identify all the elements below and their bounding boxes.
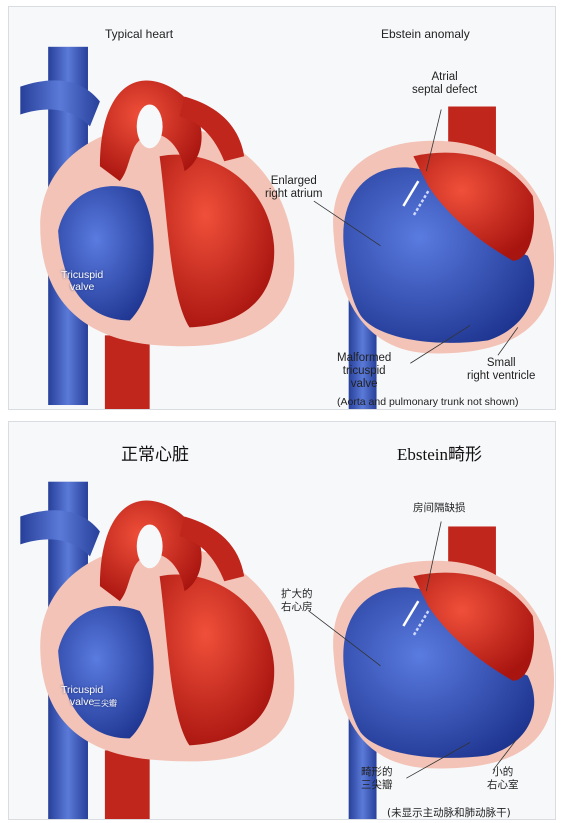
descending-artery bbox=[105, 335, 150, 409]
ebstein-title-cn: Ebstein畸形 bbox=[397, 440, 482, 465]
chinese-diagram-panel: 正常心脏 Ebstein畸形 Tricuspid valve 三尖瓣 房间隔缺损… bbox=[8, 421, 556, 820]
heart-illustrations bbox=[9, 7, 556, 409]
ebstein-title: Ebstein anomaly bbox=[381, 27, 470, 41]
arch-opening bbox=[137, 524, 163, 568]
typical-heart-title: Typical heart bbox=[105, 27, 173, 41]
malformed-tricuspid-valve-label-cn: 畸形的 三尖瓣 bbox=[361, 766, 393, 792]
typical-heart-title-cn: 正常心脏 bbox=[121, 440, 189, 465]
enlarged-right-atrium-label: Enlarged right atrium bbox=[265, 175, 323, 201]
typical-heart bbox=[20, 47, 294, 409]
english-diagram-panel: Typical heart Ebstein anomaly Tricuspid … bbox=[8, 6, 556, 410]
small-right-ventricle-label: Small right ventricle bbox=[467, 357, 535, 383]
tricuspid-valve-label-cn: 三尖瓣 bbox=[93, 698, 117, 710]
malformed-tricuspid-valve-label: Malformed tricuspid valve bbox=[337, 352, 391, 391]
heart-illustrations-cn bbox=[9, 422, 556, 819]
descending-artery bbox=[105, 750, 150, 819]
typical-heart-cn bbox=[20, 482, 294, 819]
footnote: (Aorta and pulmonary trunk not shown) bbox=[337, 396, 519, 408]
footnote-cn: (未显示主动脉和肺动脉干) bbox=[387, 805, 511, 820]
tricuspid-valve-label: Tricuspid valve bbox=[61, 269, 103, 293]
arch-opening bbox=[137, 105, 163, 149]
atrial-septal-defect-label-cn: 房间隔缺损 bbox=[413, 502, 466, 515]
small-right-ventricle-label-cn: 小的 右心室 bbox=[487, 766, 519, 792]
enlarged-right-atrium-label-cn: 扩大的 右心房 bbox=[281, 588, 313, 614]
atrial-septal-defect-label: Atrial septal defect bbox=[412, 71, 477, 97]
